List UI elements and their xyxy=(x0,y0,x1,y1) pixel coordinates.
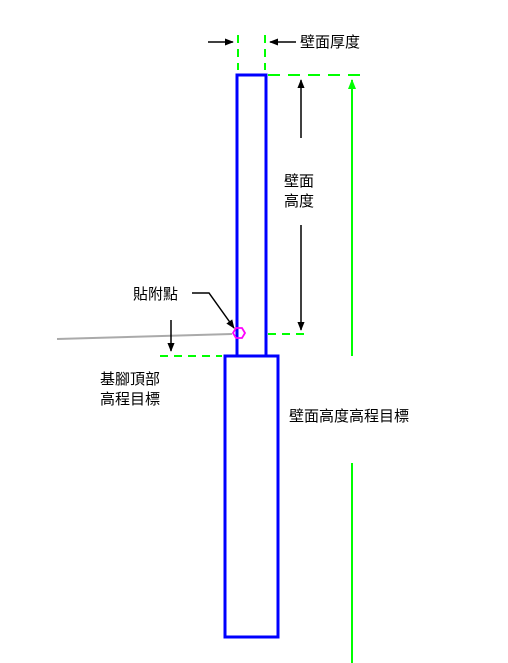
footing-top-label-line1: 基腳頂部 xyxy=(100,370,160,388)
wall-height-target-label: 壁面高度高程目標 xyxy=(289,407,409,425)
ground-reference-line xyxy=(56,333,233,340)
wall-height-label-line1: 壁面 xyxy=(284,172,314,190)
wall-upper-outline xyxy=(235,73,268,358)
snap-point-leader xyxy=(192,292,235,329)
hexagon-snap-icon xyxy=(231,327,247,339)
wall-thickness-label: 壁面厚度 xyxy=(300,33,360,51)
wall-height-label-line2: 高度 xyxy=(284,192,314,210)
snap-point-label: 貼附點 xyxy=(133,285,178,303)
footing-outline xyxy=(223,354,280,639)
footing-top-label-line2: 高程目標 xyxy=(100,390,160,408)
